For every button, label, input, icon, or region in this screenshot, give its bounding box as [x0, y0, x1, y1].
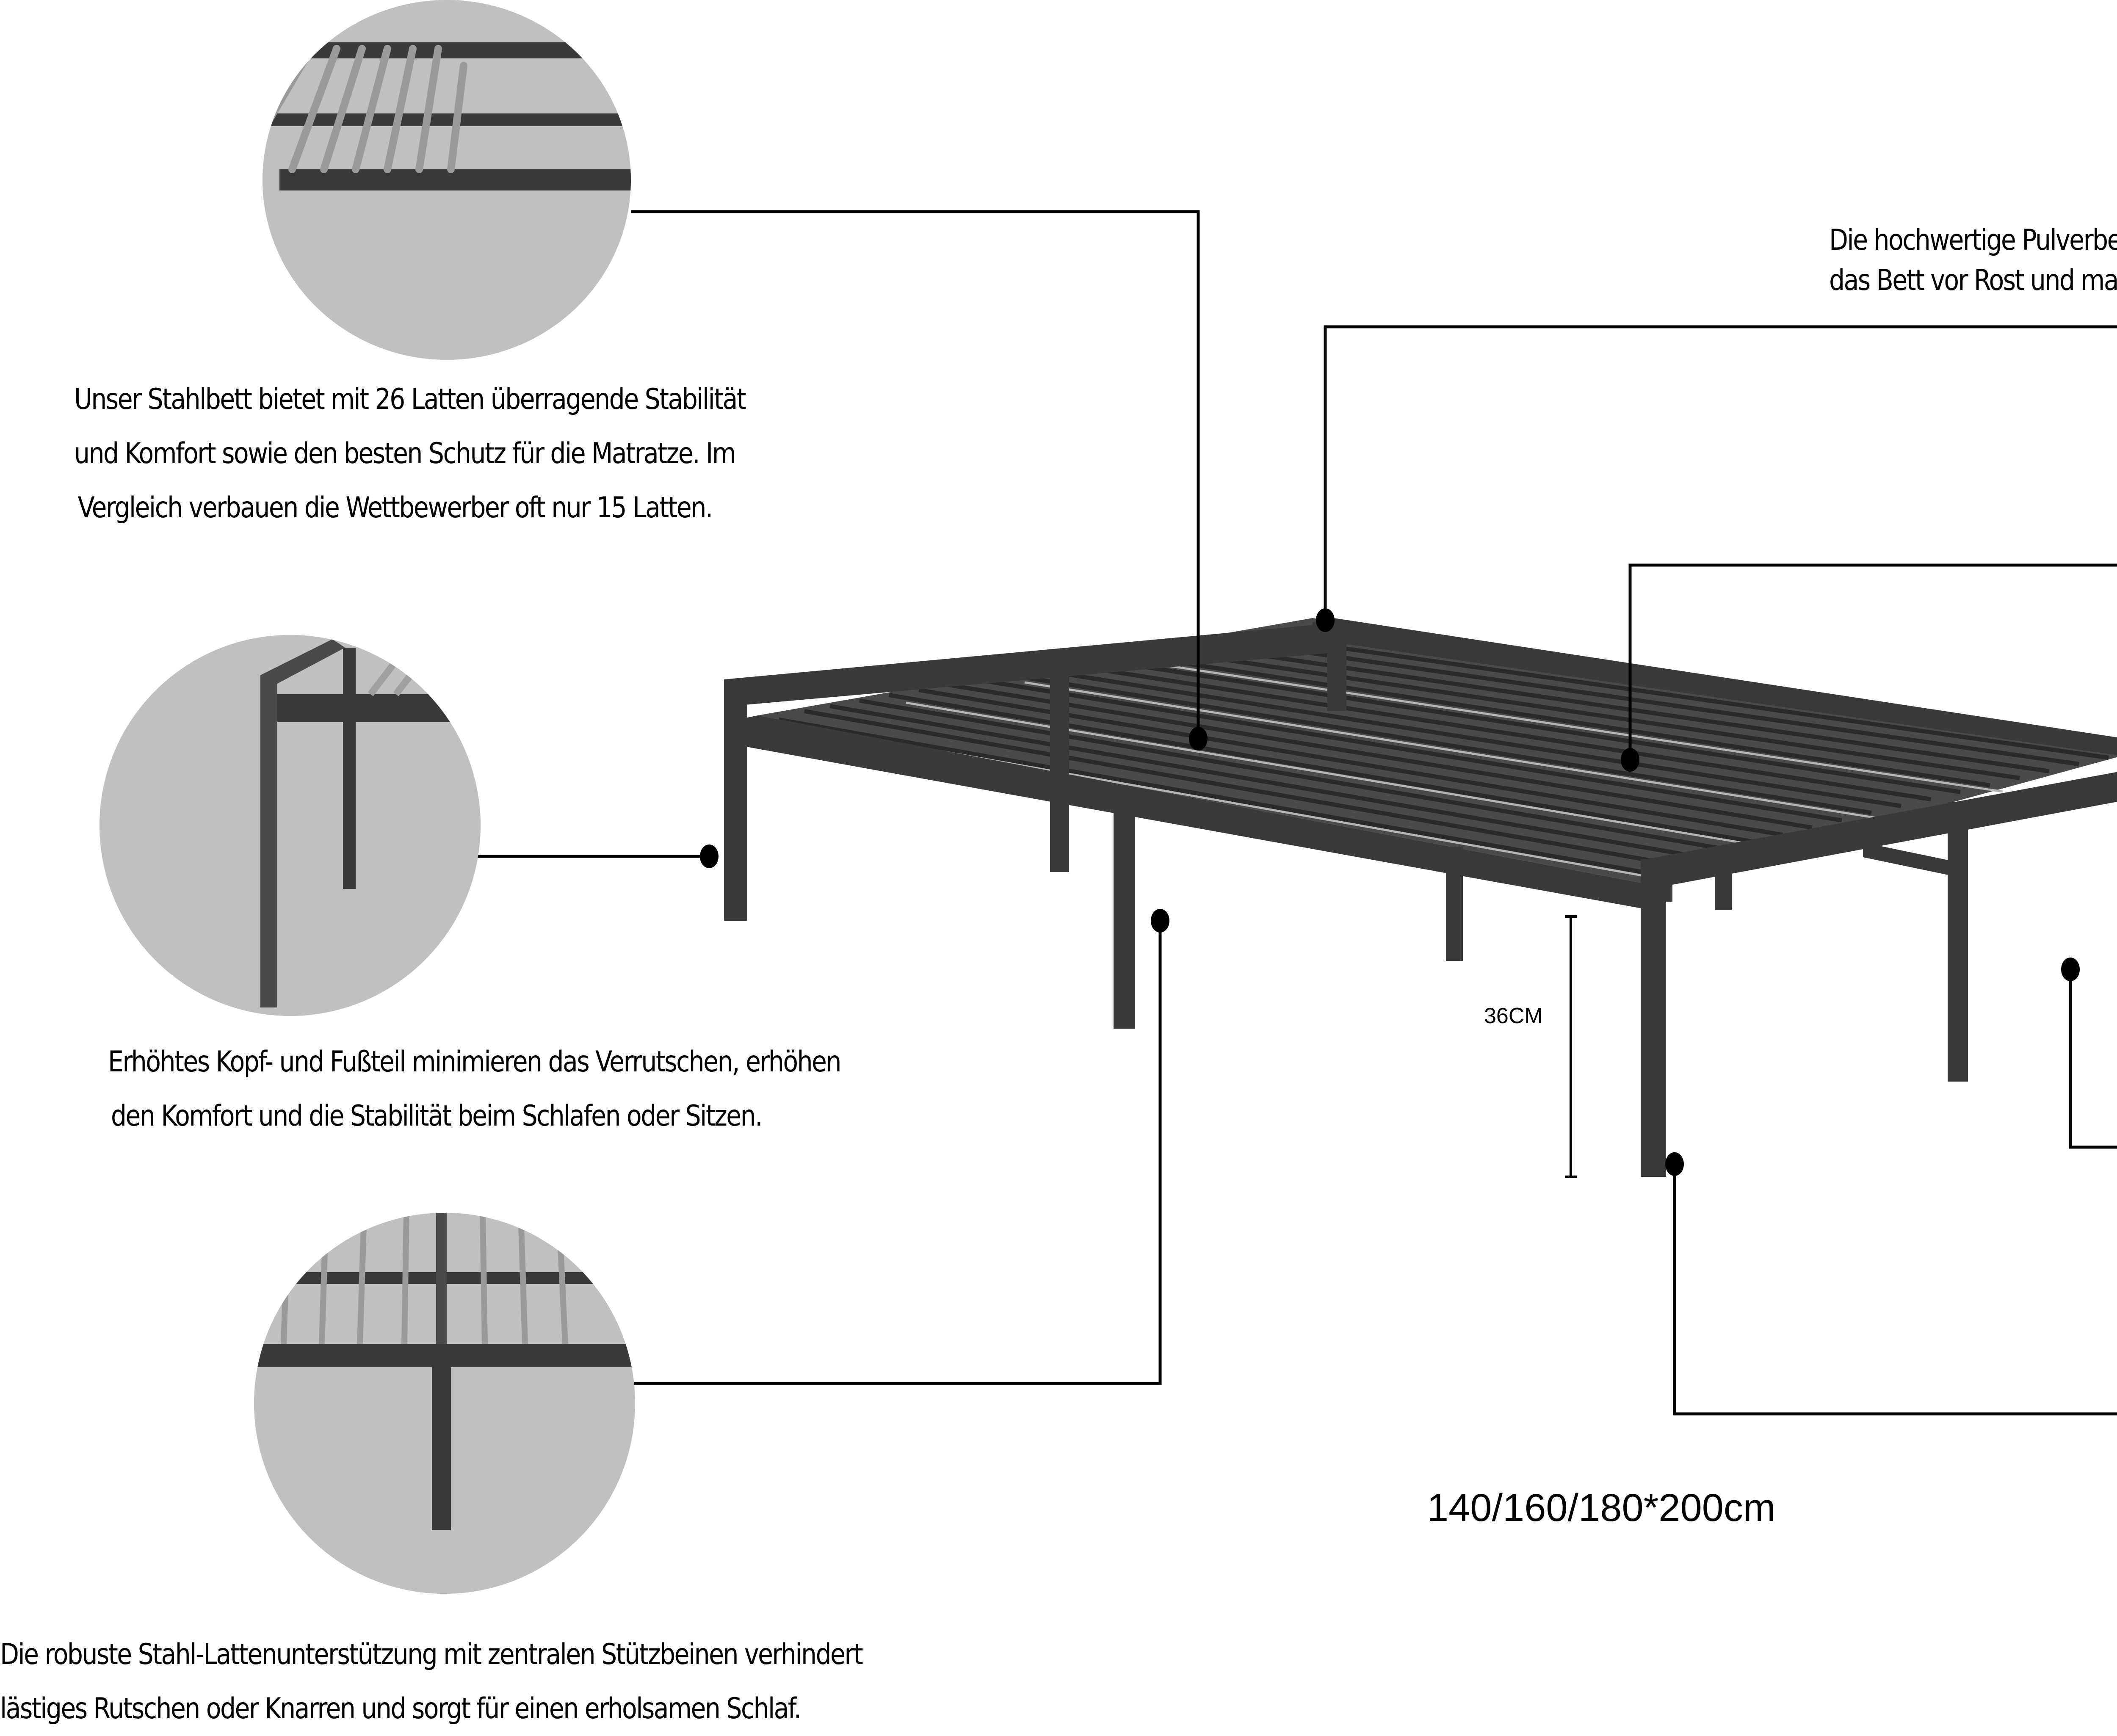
head-middle-leg — [1050, 652, 1069, 872]
dot-floor-protectors — [1665, 1152, 1684, 1176]
dot-support-legs — [1151, 909, 1169, 933]
support-leg-closeup-icon — [254, 1213, 635, 1594]
back-rail — [1313, 618, 2117, 755]
callout-support-legs-line-1: Die robuste Stahl-Lattenunterstützung mi… — [0, 1638, 863, 1671]
height-dimension — [1565, 915, 1577, 1178]
dot-storage — [2061, 958, 2080, 981]
foot-front-leg — [1641, 859, 1666, 1177]
detail-circle-slats — [263, 0, 631, 360]
front-rail — [737, 715, 1651, 910]
callout-headboard-line-1: Erhöhtes Kopf- und Fußteil minimieren da… — [108, 1045, 842, 1079]
slat-grid — [758, 618, 2117, 885]
dot-headboard — [700, 845, 719, 868]
anchor-dots — [700, 608, 2080, 1176]
head-left-leg — [724, 679, 747, 921]
head-right-post — [1327, 622, 1346, 711]
callout-headboard-line-2: den Komfort und die Stabilität beim Schl… — [111, 1099, 763, 1133]
foot-cross-bar — [1863, 842, 1965, 878]
dot-slats — [1189, 727, 1208, 751]
middle-inner-leg — [1446, 847, 1463, 961]
slat-closeup-icon — [263, 0, 631, 360]
callout-powder-coating-line-2: das Bett vor Rost und macht es langlebig… — [1829, 264, 2117, 297]
callout-powder-coating-line-1: Die hochwertige Pulverbeschichtung schüt… — [1829, 224, 2117, 257]
dot-powder-coating — [1316, 608, 1335, 632]
dot-slat-fixing — [1621, 748, 1639, 772]
leader-lines — [474, 210, 2117, 1416]
bed-size-label: 140/160/180*200cm — [1427, 1486, 1776, 1529]
middle-front-leg — [1114, 804, 1135, 1029]
headboard — [724, 622, 1342, 728]
callout-slats-line-2: und Komfort sowie den besten Schutz für … — [74, 437, 736, 470]
foot-middle-leg — [1948, 802, 1968, 1082]
headboard-closeup-icon — [99, 635, 481, 1016]
detail-circle-headboard — [99, 635, 481, 1016]
slats — [779, 632, 2109, 874]
callout-support-legs: Die robuste Stahl-Lattenunterstützung mi… — [0, 1628, 863, 1736]
callout-slats-line-1: Unser Stahlbett bietet mit 26 Latten übe… — [74, 383, 746, 416]
footboard — [1645, 772, 2117, 902]
height-label: 36CM — [1484, 1004, 1543, 1028]
detail-circle-support-legs — [254, 1213, 635, 1594]
bed-frame-drawing — [724, 618, 2117, 1177]
callout-slats: Unser Stahlbett bietet mit 26 Latten übe… — [74, 373, 746, 535]
callout-powder-coating: Die hochwertige Pulverbeschichtung schüt… — [1829, 220, 2117, 301]
callout-slats-line-3: Vergleich verbauen die Wettbewerber oft … — [77, 491, 713, 524]
callout-headboard: Erhöhtes Kopf- und Fußteil minimieren da… — [108, 1035, 842, 1143]
callout-support-legs-line-2: lästiges Rutschen oder Knarren und sorgt… — [0, 1692, 801, 1725]
